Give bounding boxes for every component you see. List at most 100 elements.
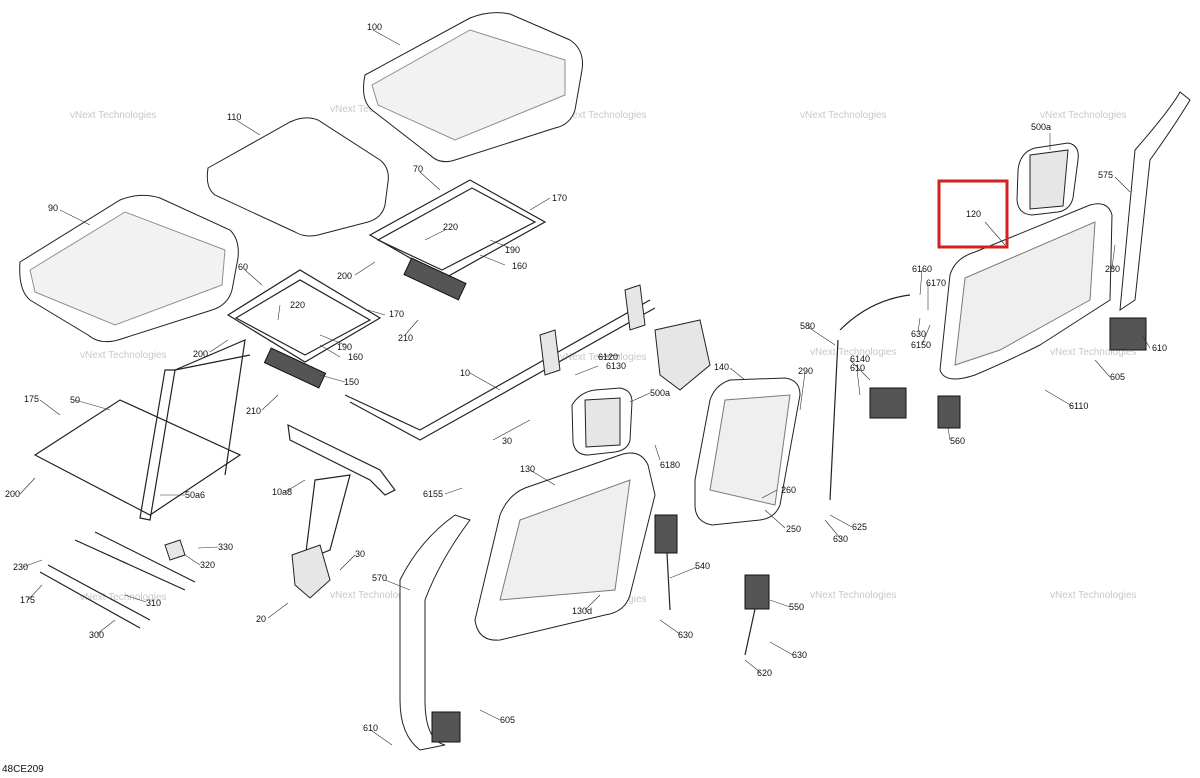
part-label-310: 310 [146, 598, 161, 608]
part-label-210: 210 [398, 333, 413, 343]
part-label-605: 605 [500, 715, 515, 725]
seat-cushion-100 [363, 12, 583, 163]
part-label-170: 170 [552, 193, 567, 203]
watermark: vNext Technologies [1040, 110, 1127, 121]
part-label-500a: 500a [1031, 122, 1051, 132]
watermark: vNext Technologies [810, 347, 897, 358]
part-label-6180: 6180 [660, 460, 680, 470]
part-label-20: 20 [256, 614, 266, 624]
part-label-190: 190 [337, 342, 352, 352]
part-label-100: 100 [367, 22, 382, 32]
part-label-610: 610 [363, 723, 378, 733]
diagram-code: 48CE209 [2, 764, 44, 775]
part-label-6170: 6170 [926, 278, 946, 288]
part-label-160: 160 [512, 261, 527, 271]
watermark: vNext Technologies [70, 110, 157, 121]
watermark: vNext Technologies [560, 110, 647, 121]
part-label-6110: 6110 [1069, 401, 1088, 411]
seat-belt-570 [399, 514, 471, 751]
part-label-260: 260 [781, 485, 796, 495]
part-label-200: 200 [5, 489, 20, 499]
part-label-500a: 500a [650, 388, 670, 398]
seat-back-120 [939, 203, 1113, 380]
part-label-580: 580 [800, 321, 815, 331]
part-label-60: 60 [238, 262, 248, 272]
part-label-6130: 6130 [606, 361, 626, 371]
part-label-630: 630 [833, 534, 848, 544]
part-label-120: 120 [966, 209, 981, 219]
part-label-620: 620 [757, 668, 772, 678]
part-label-90: 90 [48, 203, 58, 213]
watermark: vNext Technologies [810, 590, 897, 601]
part-label-230: 230 [13, 562, 28, 572]
headrest-500a-top [1016, 142, 1079, 216]
buckle-540 [654, 514, 678, 611]
watermark: vNext Technologies [800, 110, 887, 121]
part-label-570: 570 [372, 573, 387, 583]
watermark: vNext Technologies [80, 592, 167, 603]
highlight-box-120 [937, 179, 1009, 249]
part-label-575: 575 [1098, 170, 1113, 180]
part-label-6140: 6140 [850, 354, 870, 364]
part-label-6150: 6150 [911, 340, 931, 350]
part-label-150: 150 [344, 377, 359, 387]
seat-back-130 [474, 452, 656, 641]
part-label-175: 175 [20, 595, 35, 605]
seat-belt-575 [1109, 91, 1191, 351]
part-label-110: 110 [227, 112, 241, 122]
seat-frame-60 [226, 269, 382, 389]
part-label-630: 630 [792, 650, 807, 660]
part-label-50: 50 [70, 395, 80, 405]
part-label-330: 330 [218, 542, 233, 552]
seat-frame-50 [33, 339, 251, 521]
part-label-200: 200 [337, 271, 352, 281]
part-label-190: 190 [505, 245, 520, 255]
part-label-550: 550 [789, 602, 804, 612]
part-label-6155: 6155 [423, 489, 443, 499]
watermark: vNext Technologies [560, 352, 647, 363]
part-label-610: 610 [1152, 343, 1167, 353]
part-label-140: 140 [714, 362, 729, 372]
part-label-630: 630 [678, 630, 693, 640]
part-label-70: 70 [413, 164, 423, 174]
part-label-605: 605 [1110, 372, 1125, 382]
part-label-6120: 6120 [598, 352, 618, 362]
part-label-220: 220 [443, 222, 458, 232]
part-label-50a6: 50a6 [185, 490, 205, 500]
part-label-290: 290 [798, 366, 813, 376]
part-label-10: 10 [460, 368, 470, 378]
buckle-550 [744, 574, 770, 656]
watermark: vNext Technologies [80, 350, 167, 361]
seat-cushion-110 [206, 117, 389, 237]
slider-rails-300 [39, 531, 196, 629]
part-label-6160: 6160 [912, 264, 932, 274]
main-frame-10 [287, 284, 711, 599]
watermark: vNext Technologies [330, 590, 417, 601]
part-label-560: 560 [950, 436, 965, 446]
part-label-210: 210 [246, 406, 261, 416]
part-label-170: 170 [389, 309, 404, 319]
buckle-560 [937, 395, 961, 429]
part-label-300: 300 [89, 630, 104, 640]
headrest-500a-mid [571, 387, 633, 456]
seat-back-140 [694, 377, 801, 526]
part-label-30: 30 [502, 436, 512, 446]
leader-lines [19, 29, 1151, 746]
part-label-610: 610 [850, 363, 865, 373]
seat-belt-6140 [829, 294, 911, 501]
part-label-625: 625 [852, 522, 867, 532]
part-label-540: 540 [695, 561, 710, 571]
part-label-280: 280 [1105, 264, 1120, 274]
part-label-250: 250 [786, 524, 801, 534]
seat-frame-70 [368, 179, 547, 301]
watermark: vNext Technologies [1050, 347, 1137, 358]
part-label-630: 630 [911, 329, 926, 339]
seat-cushion-90 [19, 194, 239, 343]
part-label-30: 30 [355, 549, 365, 559]
part-label-200: 200 [193, 349, 208, 359]
part-label-175: 175 [24, 394, 39, 404]
part-label-220: 220 [290, 300, 305, 310]
part-label-160: 160 [348, 352, 363, 362]
part-labels: 100 110 90 70 170 220 190 160 200 60 220… [5, 22, 1167, 733]
